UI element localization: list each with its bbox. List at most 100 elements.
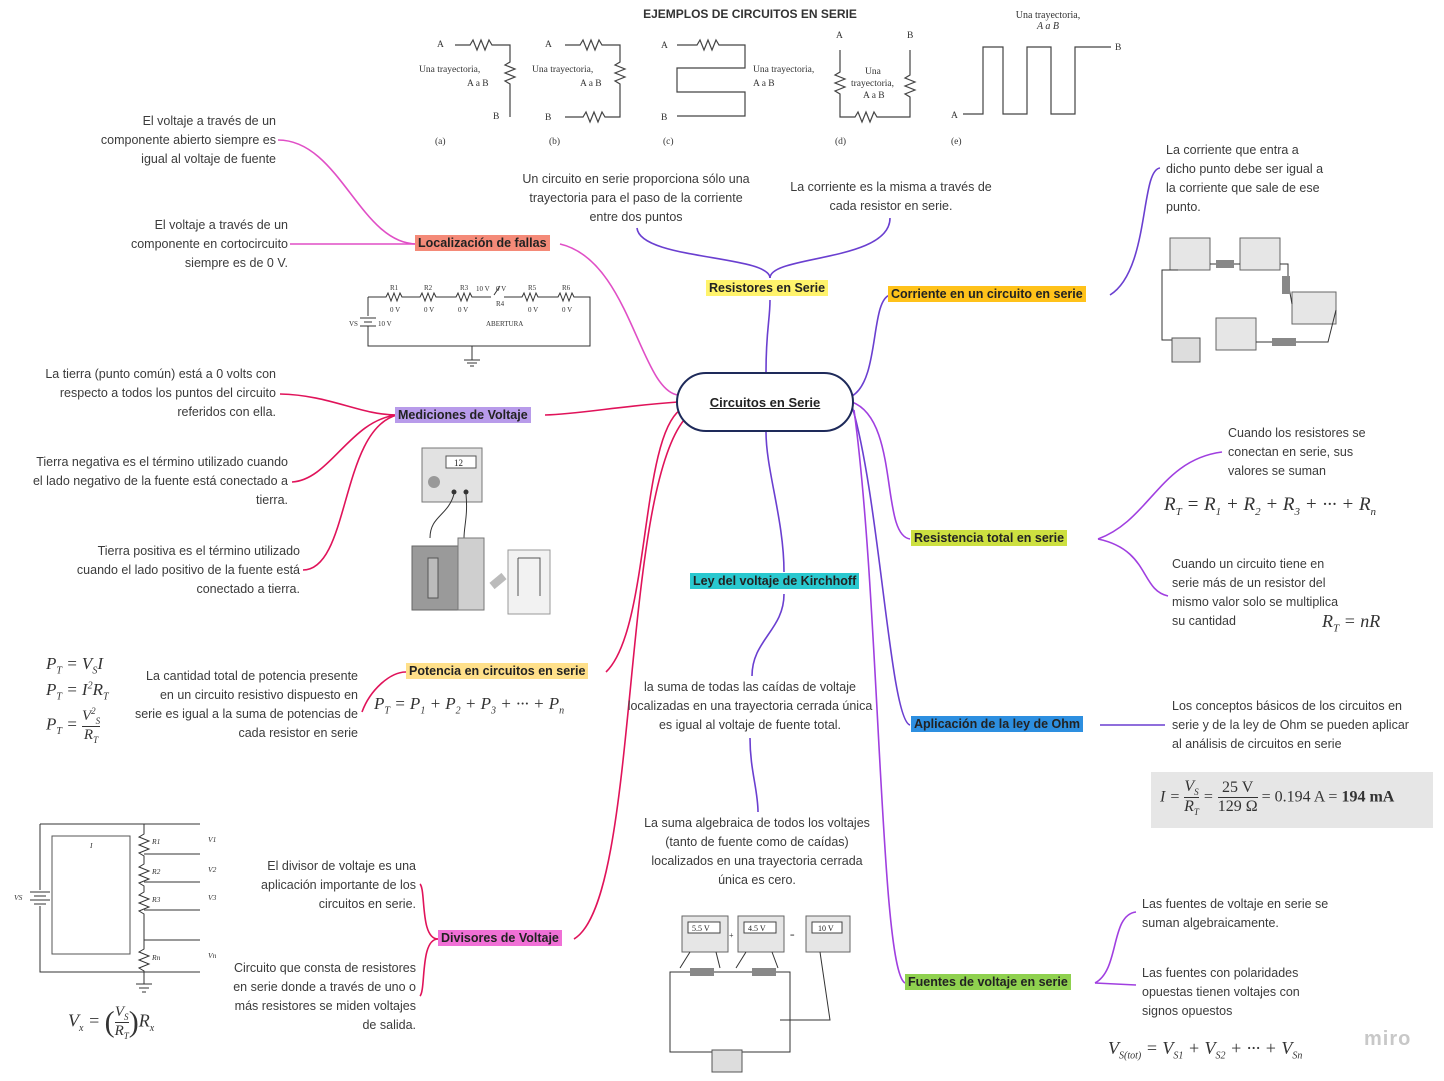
svg-text:A a B: A a B	[863, 91, 885, 101]
svg-text:R1: R1	[151, 837, 160, 846]
svg-text:0 V: 0 V	[496, 285, 506, 293]
kirchhoff-note-1: la suma de todas las caídas de voltaje l…	[627, 680, 873, 732]
svg-text:B: B	[661, 113, 667, 123]
voltage-measurement-image: 12	[411, 447, 551, 615]
svg-text:trayectoria,: trayectoria,	[851, 79, 894, 89]
svg-text:A: A	[836, 31, 843, 41]
svg-text:0 V: 0 V	[562, 306, 572, 314]
svg-text:+: +	[729, 931, 734, 940]
svg-text:10 V: 10 V	[818, 924, 834, 933]
svg-text:(c): (c)	[663, 136, 674, 147]
divisores-tag[interactable]: Divisores de Voltaje	[438, 930, 562, 946]
example-a-label: Una trayectoria,	[419, 65, 480, 75]
svg-text:R3: R3	[460, 284, 469, 292]
svg-text:Rn: Rn	[151, 953, 161, 962]
troubleshooting-circuit-image: R1 R2 R3 R4 R5 R6 0 V 0 V 0 V 0 V 0 V 0 V 10…	[349, 284, 591, 367]
potencia-formula-2: PT = I2RT	[46, 680, 109, 703]
svg-text:R4: R4	[496, 300, 505, 308]
svg-text:A a B: A a B	[580, 79, 602, 89]
svg-text:12: 12	[454, 458, 463, 468]
potencia-formula-1: PT = VSI	[46, 654, 103, 677]
svg-text:A: A	[661, 41, 668, 51]
svg-text:A: A	[437, 40, 444, 50]
svg-text:B: B	[907, 31, 913, 41]
svg-text:Una trayectoria,: Una trayectoria,	[532, 65, 593, 75]
svg-text:VS: VS	[14, 893, 23, 902]
svg-text:B: B	[493, 112, 499, 122]
potencia-formula-3: PT = V2S RT	[46, 706, 101, 745]
fallas-note-2: El voltaje a través de un componente en …	[130, 218, 288, 270]
resistores-tag[interactable]: Resistores en Serie	[706, 280, 829, 296]
resistencia-note-2: Cuando un circuito tiene en serie más de…	[1172, 557, 1339, 628]
mediciones-tag[interactable]: Mediciones de Voltaje	[395, 407, 531, 423]
current-meters-image	[1161, 237, 1337, 363]
svg-text:Una: Una	[865, 67, 882, 77]
svg-text:A: A	[545, 40, 552, 50]
examples-title: EJEMPLOS DE CIRCUITOS EN SERIE	[643, 7, 857, 21]
svg-text:5.5 V: 5.5 V	[692, 924, 710, 933]
svg-text:0 V: 0 V	[424, 306, 434, 314]
svg-text:(e): (e)	[951, 136, 962, 147]
series-circuit-examples-image: Una trayectoria, A a B Una trayectoria, …	[419, 31, 1121, 147]
resistencia-tag[interactable]: Resistencia total en serie	[911, 530, 1068, 546]
svg-text:A: A	[951, 111, 958, 121]
corriente-note: La corriente que entra a dicho punto deb…	[1166, 143, 1324, 214]
ohm-formula-box	[1151, 772, 1433, 828]
svg-text:I: I	[89, 841, 93, 850]
fuentes-note-1: Las fuentes de voltaje en serie se suman…	[1142, 897, 1329, 930]
ohm-tag[interactable]: Aplicación de la ley de Ohm	[911, 716, 1084, 732]
miro-watermark: miro	[1364, 1028, 1412, 1050]
ohm-note: Los conceptos básicos de los circuitos e…	[1172, 699, 1409, 751]
potencia-note: La cantidad total de potencia presente e…	[134, 669, 358, 740]
svg-text:A a B: A a B	[753, 79, 775, 89]
resistencia-sum-formula: RT = R1 + R2 + R3 + ··· + Rn	[1164, 494, 1377, 518]
fuentes-formula: VS(tot) = VS1 + VS2 + ··· + VSn	[1108, 1038, 1303, 1062]
svg-text:(d): (d)	[835, 136, 846, 147]
kirchhoff-note-2: La suma algebraica de todos los voltajes…	[644, 816, 870, 887]
mediciones-note-3: Tierra positiva es el término utilizado …	[76, 544, 300, 596]
svg-text:R6: R6	[562, 284, 571, 292]
mediciones-note-1: La tierra (punto común) está a 0 volts c…	[45, 367, 276, 419]
svg-text:R2: R2	[424, 284, 433, 292]
svg-text:V3: V3	[208, 893, 217, 902]
svg-text:10 V: 10 V	[476, 285, 490, 293]
svg-text:ABERTURA: ABERTURA	[486, 320, 523, 328]
kirchhoff-meters-image: 5.5 V 4.5 V 10 V + =	[669, 915, 851, 1073]
corriente-tag[interactable]: Corriente en un circuito en serie	[888, 286, 1086, 302]
svg-text:V2: V2	[208, 865, 217, 874]
svg-text:10 V: 10 V	[378, 320, 392, 328]
svg-text:Vn: Vn	[208, 951, 217, 960]
divisores-note-1: El divisor de voltaje es una aplicación …	[261, 859, 416, 911]
fuentes-note-2: Las fuentes con polaridades opuestas tie…	[1142, 966, 1300, 1018]
resistores-note-2: La corriente es la misma a través de cad…	[790, 180, 992, 213]
svg-text:R2: R2	[151, 867, 161, 876]
resistores-note-1: Un circuito en serie proporciona sólo un…	[522, 172, 750, 224]
svg-text:A a B: A a B	[467, 79, 489, 89]
svg-text:R5: R5	[528, 284, 537, 292]
resistencia-note-1: Cuando los resistores se conectan en ser…	[1228, 426, 1366, 478]
svg-text:V1: V1	[208, 835, 216, 844]
svg-text:R1: R1	[390, 284, 399, 292]
fallas-tag[interactable]: Localización de fallas	[415, 235, 550, 251]
svg-text:0 V: 0 V	[528, 306, 538, 314]
resistencia-n-formula: RT = nR	[1322, 611, 1381, 635]
svg-text:(b): (b)	[549, 136, 560, 147]
fuentes-tag[interactable]: Fuentes de voltaje en serie	[905, 974, 1071, 990]
svg-text:Una trayectoria,: Una trayectoria,	[753, 65, 814, 75]
potencia-sum-formula: PT = P1 + P2 + P3 + ··· + Pn	[374, 694, 565, 717]
svg-text:0 V: 0 V	[390, 306, 400, 314]
mediciones-note-2: Tierra negativa es el término utilizado …	[32, 455, 288, 507]
svg-text:B: B	[545, 113, 551, 123]
svg-text:4.5 V: 4.5 V	[748, 924, 766, 933]
central-node[interactable]: Circuitos en Serie	[676, 372, 854, 432]
svg-text:=: =	[790, 931, 795, 940]
fallas-note-1: El voltaje a través de un componente abi…	[100, 114, 276, 166]
potencia-tag[interactable]: Potencia en circuitos en serie	[406, 663, 589, 679]
kirchhoff-tag[interactable]: Ley del voltaje de Kirchhoff	[690, 573, 860, 589]
svg-text:B: B	[1115, 43, 1121, 53]
svg-text:0 V: 0 V	[458, 306, 468, 314]
